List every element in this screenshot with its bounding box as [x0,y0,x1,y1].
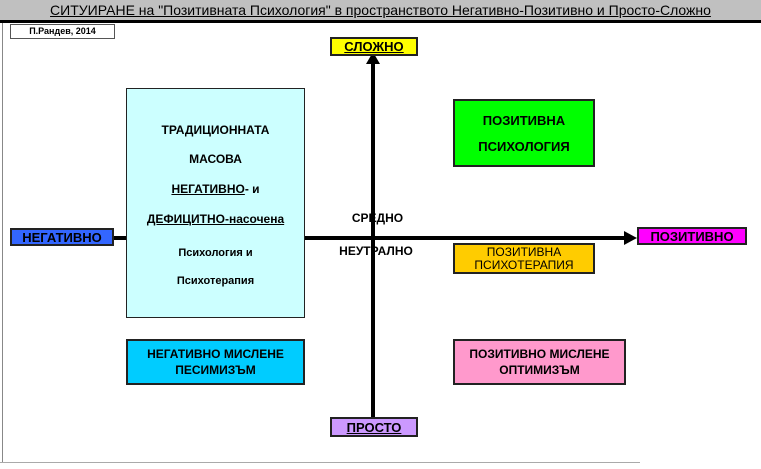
author-credit[interactable]: П.Рандев, 2014 [10,24,115,39]
underlined-text: НЕГАТИВНО [171,182,245,197]
axis-label-simple: ПРОСТО [330,417,418,437]
bottom-border [0,462,640,463]
box-line: НЕГАТИВНО МИСЛЕНЕ [147,347,284,361]
box-line: НЕГАТИВНО- и [171,182,259,196]
left-border [2,23,3,462]
axis-label-positive: ПОЗИТИВНО [637,227,747,245]
box-line: ДЕФИЦИТНО-насочена [147,212,284,226]
box-line: ОПТИМИЗЪМ [499,363,580,377]
horizontal-axis [113,236,628,240]
diagram-title: СИТУИРАНЕ на "Позитивната Психология" в … [0,0,761,20]
box-text: -насочена [224,211,285,226]
box-line: ПЕСИМИЗЪМ [175,363,256,377]
box-line: ПОЗИТИВНО МИСЛЕНЕ [469,347,610,361]
center-label-neutral: НЕУТРАЛНО [339,244,413,258]
negative-thinking-box: НЕГАТИВНО МИСЛЕНЕ ПЕСИМИЗЪМ [126,339,305,385]
box-line: ПОЗИТИВНА [482,112,566,128]
axis-label-negative: НЕГАТИВНО [10,228,114,246]
title-divider [0,20,761,23]
box-line: ПСИХОЛОГИЯ [478,138,570,154]
arrow-right-icon [624,231,637,245]
box-line: МАСОВА [189,152,242,167]
traditional-psychology-box: ТРАДИЦИОННАТА МАСОВА НЕГАТИВНО- и ДЕФИЦИ… [126,88,305,318]
positive-thinking-box: ПОЗИТИВНО МИСЛЕНЕ ОПТИМИЗЪМ [453,339,626,385]
box-text: - и [244,182,260,197]
box-line: ПОЗИТИВНА [486,244,562,259]
axis-label-complex: СЛОЖНО [330,37,418,56]
box-line: Психология и [178,247,253,260]
box-line: ТРАДИЦИОННАТА [161,122,270,137]
center-label-middle: СРЕДНО [351,211,404,225]
box-line: Психотерапия [176,275,255,288]
box-line: ПСИХОТЕРАПИЯ [474,257,574,272]
positive-psychology-box: ПОЗИТИВНА ПСИХОЛОГИЯ [453,99,595,167]
underlined-text: ДЕФИЦИТНО [146,211,225,226]
positive-psychotherapy-box: ПОЗИТИВНА ПСИХОТЕРАПИЯ [453,243,595,274]
